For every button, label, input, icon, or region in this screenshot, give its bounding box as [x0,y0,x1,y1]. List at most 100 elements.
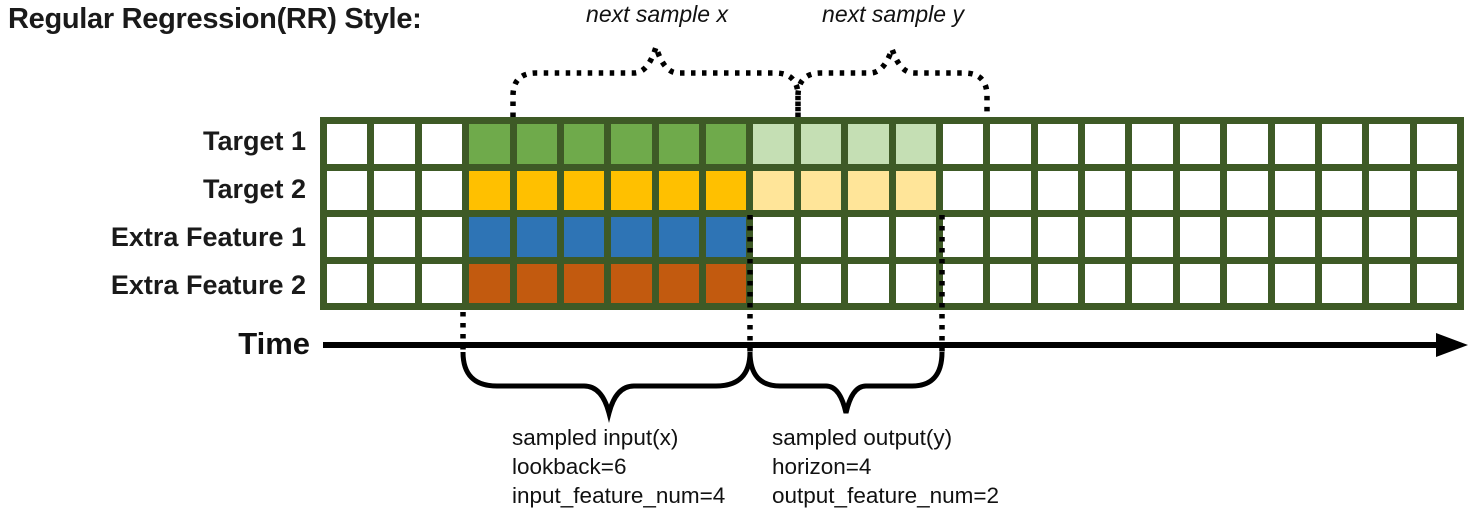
sampled-input-caption: sampled input(x) lookback=6 input_featur… [512,423,725,510]
grid-cell [848,263,889,303]
grid-cell [1416,263,1457,303]
grid-cell [990,124,1031,164]
grid-cell [1321,124,1363,164]
grid-cell [800,263,842,303]
output-feature-num-value: output_feature_num=2 [772,483,1000,508]
grid-cell [374,170,415,210]
grid-cell [990,217,1031,257]
row-label-extra-feature-2: Extra Feature 2 [110,270,306,301]
grid-cell [658,217,699,257]
timeseries-grid [320,117,1464,310]
grid-cell [1037,170,1078,210]
grid-cell [895,124,936,164]
grid-cell [1085,170,1126,210]
grid-cell [611,124,652,164]
grid-cell [1037,263,1078,303]
grid-cell [1416,124,1457,164]
grid-cell [848,170,889,210]
next-sample-y-brace [795,40,990,117]
grid-cell [516,217,557,257]
row-labels: Target 1 Target 2 Extra Feature 1 Extra … [0,117,306,310]
grid-cell [516,263,557,303]
sampled-output-caption: sampled output(y) horizon=4 output_featu… [772,423,999,510]
next-sample-x-label: next sample x [586,1,728,27]
grid-cell [611,263,652,303]
grid-cell [848,217,889,257]
grid-cell [327,217,368,257]
grid-cell [1321,170,1363,210]
time-axis-arrowhead [1436,333,1468,357]
grid-cell [1369,170,1410,210]
grid-cell [1369,263,1410,303]
row-label-target-1: Target 1 [202,125,306,156]
grid-cell [1085,217,1126,257]
input-feature-num-value: input_feature_num=4 [512,483,726,508]
sampled-output-title: sampled output(y) [772,425,953,450]
sampled-input-title: sampled input(x) [512,425,679,450]
grid-cell [1037,217,1078,257]
grid-cell [1132,217,1173,257]
grid-cell [563,170,605,210]
grid-cell [1274,124,1315,164]
grid-cell [1037,124,1078,164]
grid-cell [563,124,605,164]
row-label-target-2: Target 2 [202,173,306,204]
grid-cell [1085,124,1126,164]
grid-cell [611,170,652,210]
grid-cell [469,170,510,210]
grid-cell [990,263,1031,303]
grid-cell [563,263,605,303]
grid-cell [1416,217,1457,257]
grid-cell [1227,170,1268,210]
grid-cell [800,170,842,210]
grid-cell [421,263,463,303]
grid-cell [753,170,794,210]
grid-cell [706,170,747,210]
grid-cell [374,217,415,257]
grid-cell [990,170,1031,210]
grid-cell [1132,170,1173,210]
grid-cell [753,124,794,164]
grid-cell [895,170,936,210]
grid-cell [1274,217,1315,257]
grid-cell [563,217,605,257]
grid-cell [1321,263,1363,303]
grid-cell [1227,124,1268,164]
grid-cell [1179,170,1221,210]
grid-cell [942,263,984,303]
grid-cell [658,263,699,303]
grid-cell [658,124,699,164]
grid-cell [706,124,747,164]
sampled-output-brace [747,351,945,414]
grid-cell [516,124,557,164]
grid-cell [895,217,936,257]
grid-cell [800,124,842,164]
grid-cell [374,263,415,303]
grid-cell [942,124,984,164]
grid-cell [895,263,936,303]
grid-cell [1179,263,1221,303]
next-sample-y-label: next sample y [822,1,964,27]
grid-cell [942,170,984,210]
grid-cell [469,124,510,164]
grid-cell [1274,263,1315,303]
grid-cell [327,263,368,303]
grid-cell [848,124,889,164]
grid-cell [1227,263,1268,303]
grid-cell [1274,170,1315,210]
horizon-value: horizon=4 [772,454,872,479]
grid-cell [516,170,557,210]
grid-cell [1227,217,1268,257]
grid-cell [1321,217,1363,257]
time-axis-label: Time [238,326,310,361]
grid-cell [753,263,794,303]
grid-cell [706,263,747,303]
grid-cell [706,217,747,257]
grid-cell [327,124,368,164]
grid-cell [1132,263,1173,303]
grid-cell [1416,170,1457,210]
grid-cell [421,217,463,257]
grid-cell [800,217,842,257]
grid-cell [1369,217,1410,257]
